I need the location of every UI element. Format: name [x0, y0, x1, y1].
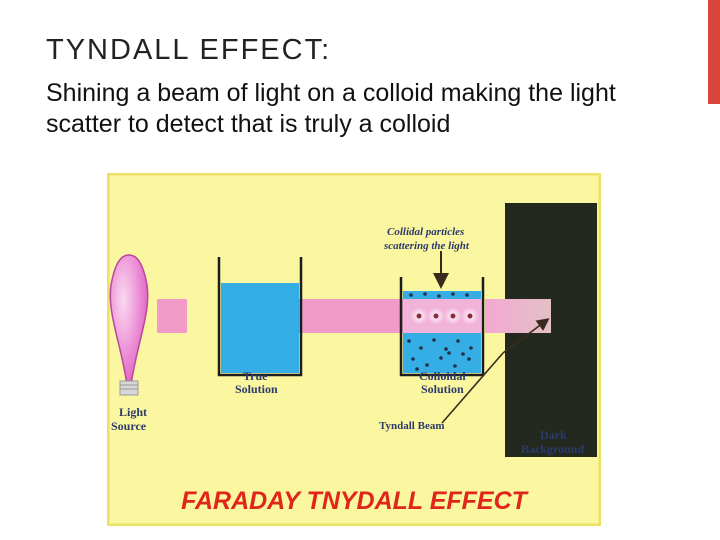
dark-background-label-line2: Background: [521, 442, 584, 456]
light-beam-segment: [293, 299, 403, 333]
tyndall-beam-arrow: [441, 352, 504, 424]
particles-label-line2: scattering the light: [383, 240, 470, 252]
figure-title: FARADAY TNYDALL EFFECT: [181, 487, 530, 515]
tyndall-beam-label: Tyndall Beam: [379, 420, 445, 432]
light-source-bulb: [109, 254, 149, 396]
colloidal-solution-label-line1: Colloidal: [419, 369, 466, 383]
tyndall-beam-arrow: [502, 318, 550, 354]
accent-bar: [708, 0, 720, 104]
particles-label-line1: Collidal particles: [387, 226, 464, 238]
light-source-label-line2: Source: [111, 419, 147, 433]
true-solution-label-line1: True: [243, 369, 268, 383]
light-source-label-line1: Light: [119, 405, 147, 419]
colloidal-solution-label-line2: Solution: [421, 382, 464, 396]
tyndall-diagram: Light Source True Solution Colloidal Sol…: [107, 173, 601, 526]
scattering-particles: [410, 307, 479, 325]
colloidal-solution-beaker: [399, 277, 485, 377]
light-beam-segment: [157, 299, 187, 333]
dark-background-label-line1: Dark: [540, 428, 567, 442]
true-solution-label-line2: Solution: [235, 382, 278, 396]
slide-title: TYNDALL EFFECT:: [46, 34, 332, 66]
slide-body: Shining a beam of light on a colloid mak…: [46, 79, 616, 138]
light-beam-segment: [485, 299, 551, 333]
true-solution-beaker: [217, 257, 303, 377]
